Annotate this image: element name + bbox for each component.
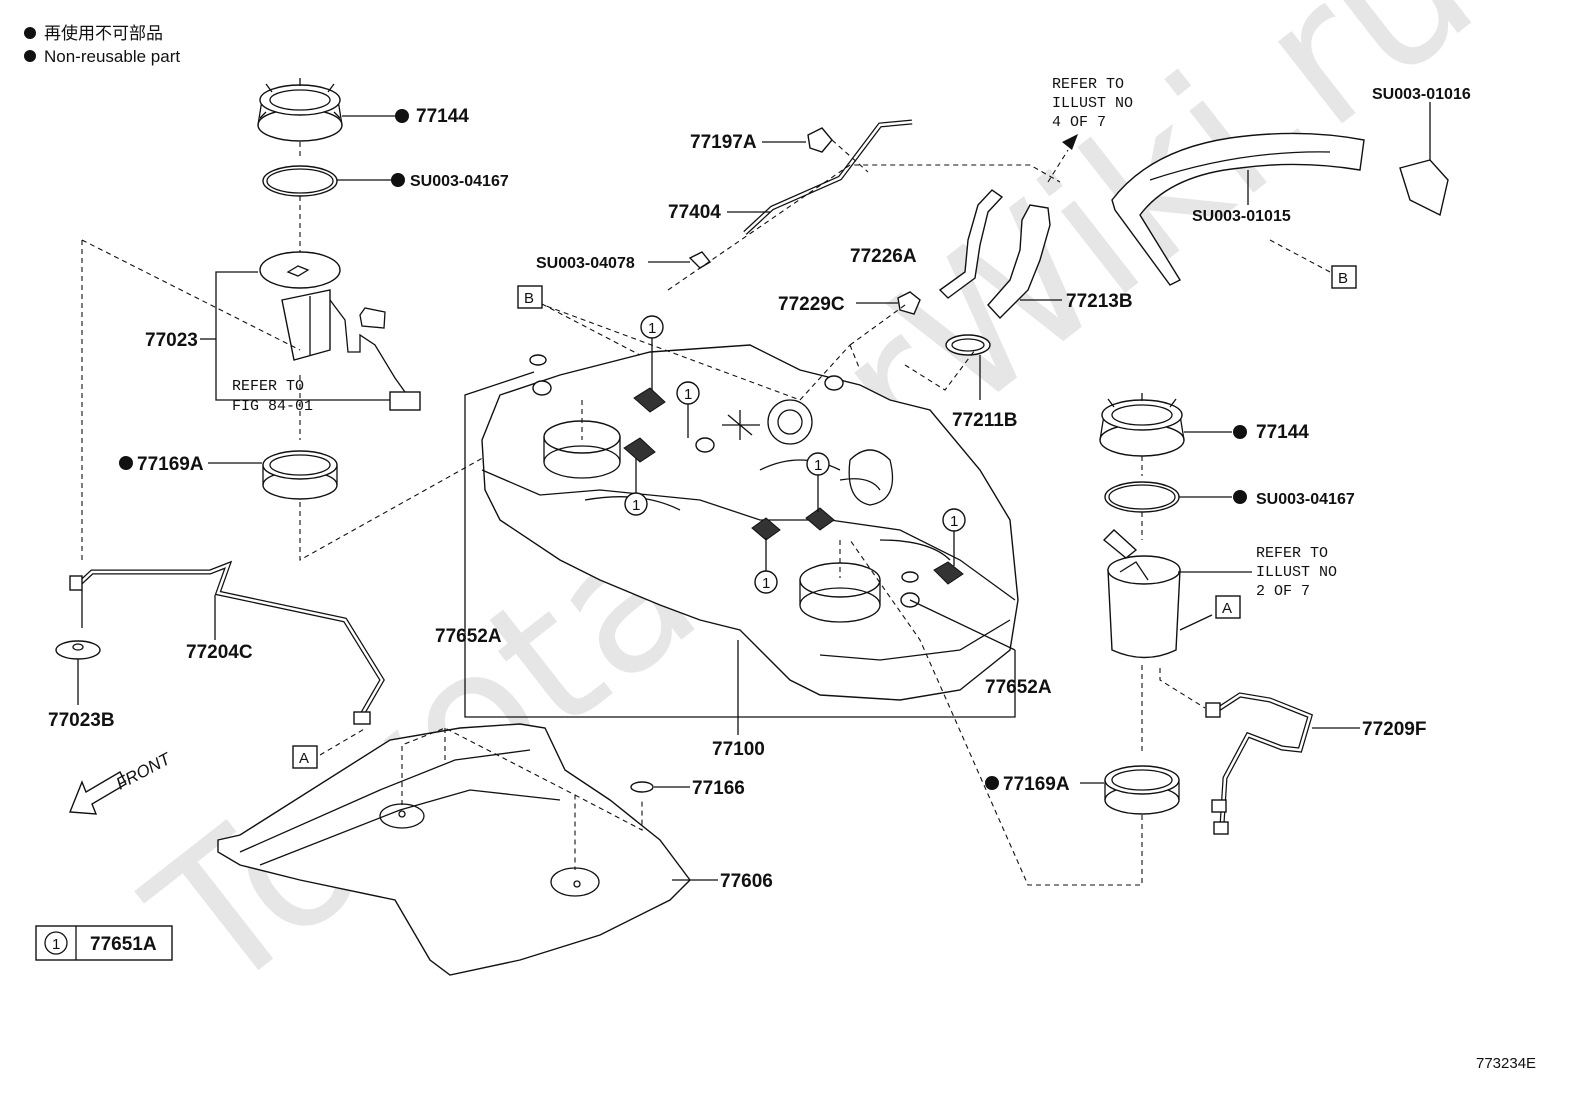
part-77204c[interactable]: 77204C xyxy=(186,642,253,663)
leader-bracket xyxy=(464,371,1016,718)
key-symbol: 1 xyxy=(52,936,60,953)
part-77100[interactable]: 77100 xyxy=(712,739,765,760)
part-77211b[interactable]: 77211B xyxy=(952,410,1018,431)
callout-1: 1 xyxy=(632,497,640,514)
drawing-code: 773234E xyxy=(1476,1055,1536,1072)
non-reusable-mark xyxy=(395,109,409,123)
under-cover-77606 xyxy=(217,723,718,976)
box-b-tank xyxy=(517,285,543,309)
box-b-tank-label: B xyxy=(524,290,534,307)
part-77229c[interactable]: 77229C xyxy=(778,294,845,315)
part-su003-04167-left[interactable]: SU003-04167 xyxy=(410,173,509,190)
leader-dashed xyxy=(541,303,641,356)
non-reusable-mark xyxy=(985,776,999,790)
part-77652a-left[interactable]: 77652A xyxy=(435,626,502,647)
part-77144-right[interactable]: 77144 xyxy=(1256,422,1309,443)
ref-illust2-line1[interactable]: REFER TO xyxy=(1256,545,1328,562)
ref-fig84-line2[interactable]: FIG 84-01 xyxy=(232,398,313,415)
non-reusable-mark xyxy=(391,173,405,187)
part-77144-left[interactable]: 77144 xyxy=(416,106,469,127)
part-77169a-left[interactable]: 77169A xyxy=(137,454,204,475)
part-77209f[interactable]: 77209F xyxy=(1362,719,1426,740)
bullet-icon xyxy=(24,50,36,62)
part-77023b[interactable]: 77023B xyxy=(48,710,115,731)
box-a-left xyxy=(292,745,318,769)
non-reusable-mark xyxy=(119,456,133,470)
part-su003-01016[interactable]: SU003-01016 xyxy=(1372,86,1471,103)
ref-illust2-line2[interactable]: ILLUST NO xyxy=(1256,564,1337,581)
box-b-right xyxy=(1331,265,1357,289)
front-arrow-icon xyxy=(68,771,127,815)
protector-tape xyxy=(1111,102,1449,286)
callout-key xyxy=(35,925,173,961)
non-reusable-mark xyxy=(1233,425,1247,439)
part-77166[interactable]: 77166 xyxy=(692,778,745,799)
non-reusable-mark xyxy=(1233,490,1247,504)
box-a-left-label: A xyxy=(299,750,309,767)
part-77169a-right[interactable]: 77169A xyxy=(1003,774,1070,795)
ref-illust4-line2[interactable]: ILLUST NO xyxy=(1052,95,1133,112)
part-su003-01015[interactable]: SU003-01015 xyxy=(1192,208,1291,225)
part-77404[interactable]: 77404 xyxy=(668,202,721,223)
part-77197a[interactable]: 77197A xyxy=(690,132,757,153)
part-77226a[interactable]: 77226A xyxy=(850,246,917,267)
left-pump-assembly xyxy=(119,78,591,561)
legend-line-1: 再使用不可部品 xyxy=(44,23,163,43)
ref-fig84-line1[interactable]: REFER TO xyxy=(232,378,304,395)
legend-line-2: Non-reusable part xyxy=(44,47,180,66)
right-pump-assembly xyxy=(849,393,1360,886)
bullet-icon xyxy=(24,27,36,39)
part-77606[interactable]: 77606 xyxy=(720,871,773,892)
part-77213b[interactable]: 77213B xyxy=(1066,291,1133,312)
fuel-tank-77100 xyxy=(481,299,1019,701)
callout-1: 1 xyxy=(762,575,770,592)
callout-1: 1 xyxy=(648,320,656,337)
leader-dashed xyxy=(81,239,301,560)
filler-hoses xyxy=(667,134,1078,400)
callout-1: 1 xyxy=(684,386,692,403)
fuel-tube-77204c xyxy=(55,560,385,756)
box-b-right-label: B xyxy=(1338,270,1348,287)
part-77023[interactable]: 77023 xyxy=(145,330,198,351)
ref-illust4-line3[interactable]: 4 OF 7 xyxy=(1052,114,1106,131)
ref-illust2-line3[interactable]: 2 OF 7 xyxy=(1256,583,1310,600)
box-a-right-label: A xyxy=(1222,600,1232,617)
part-77652a-right[interactable]: 77652A xyxy=(985,677,1052,698)
part-su003-04167-right[interactable]: SU003-04167 xyxy=(1256,491,1355,508)
callout-1: 1 xyxy=(950,513,958,530)
front-label: FRONT xyxy=(113,749,175,794)
vent-tube-77404 xyxy=(648,119,913,269)
box-a-right xyxy=(1215,595,1241,619)
part-su003-04078[interactable]: SU003-04078 xyxy=(536,255,635,272)
ref-illust4-line1[interactable]: REFER TO xyxy=(1052,76,1124,93)
key-part-77651a[interactable]: 77651A xyxy=(90,934,157,955)
callout-1: 1 xyxy=(814,457,822,474)
